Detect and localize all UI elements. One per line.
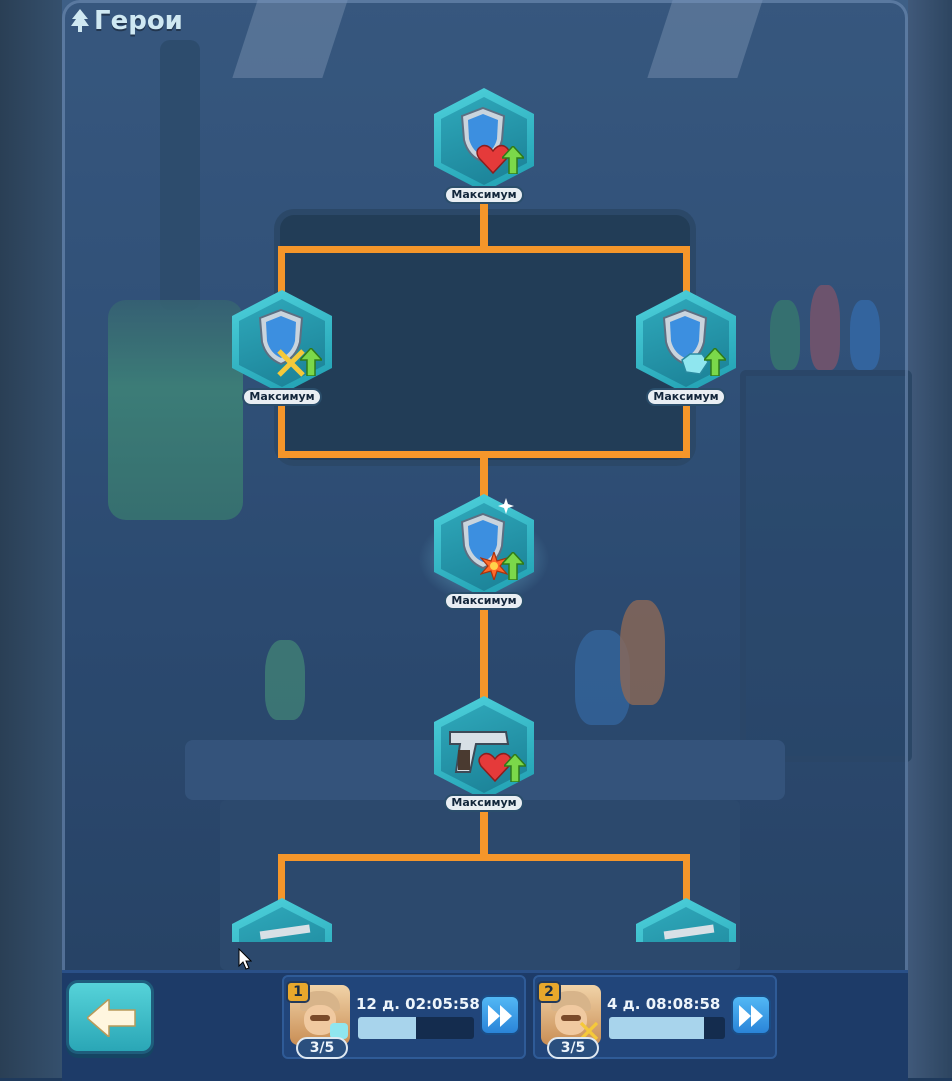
back-button[interactable] (66, 980, 154, 1054)
slot-count: 3/5 (547, 1037, 599, 1059)
skill-node-partial-right[interactable] (634, 898, 738, 942)
connector (480, 608, 488, 700)
node-level-label: Максимум (242, 388, 322, 406)
skill-node-shield-heart[interactable]: Максимум (432, 88, 536, 206)
arrow-up-icon (502, 552, 524, 580)
fast-forward-icon (739, 1005, 763, 1027)
arrow-left-icon (87, 999, 136, 1037)
tree-icon (71, 9, 89, 32)
sparkle-icon (498, 498, 514, 514)
shield-icon (460, 106, 506, 164)
swords-icon (277, 349, 305, 377)
crystal-icon (330, 1023, 348, 1039)
mouse-cursor-icon (238, 948, 252, 970)
arrow-up-icon (504, 754, 526, 782)
skill-node-partial-left[interactable] (230, 898, 334, 942)
speedup-button[interactable] (480, 995, 520, 1035)
connector (683, 400, 690, 458)
pistol-icon (449, 731, 510, 773)
connector (480, 808, 488, 860)
page-title: Герои (70, 6, 183, 36)
swords-icon (579, 1021, 599, 1041)
connector (683, 246, 690, 296)
slot-number: 1 (286, 981, 310, 1003)
arrow-up-icon (502, 146, 524, 174)
node-level-label: Максимум (444, 794, 524, 812)
connector (278, 246, 690, 253)
hero-portrait (541, 985, 601, 1045)
skill-node-pistol-heart[interactable]: Максимум (432, 696, 536, 814)
connector (278, 246, 285, 296)
crystal-icon (681, 353, 709, 375)
connector (278, 854, 690, 861)
slot-number: 2 (537, 981, 561, 1003)
node-level-label: Максимум (444, 592, 524, 610)
progress-bar (609, 1017, 725, 1039)
heart-icon (476, 144, 510, 174)
research-slot-2: 2 3/5 4 д. 08:08:58 (533, 975, 777, 1059)
connector (480, 200, 488, 250)
fast-forward-icon (488, 1005, 512, 1027)
page-title-text: Герои (94, 6, 183, 36)
slot-count: 3/5 (296, 1037, 348, 1059)
progress-fill (358, 1017, 416, 1039)
arrow-up-icon (300, 348, 322, 376)
skill-node-shield-crystal[interactable]: Максимум (634, 290, 738, 408)
connector (480, 456, 488, 500)
arrow-up-icon (704, 348, 726, 376)
connector (683, 854, 690, 904)
research-slot-1: 1 3/5 12 д. 02:05:58 (282, 975, 526, 1059)
skill-node-shield-swords[interactable]: Максимум (230, 290, 334, 408)
shield-icon (258, 308, 304, 366)
progress-fill (609, 1017, 705, 1039)
node-level-label: Максимум (646, 388, 726, 406)
connector (278, 400, 285, 458)
connector (278, 854, 285, 904)
hero-portrait (290, 985, 350, 1045)
node-level-label: Максимум (444, 186, 524, 204)
slot-timer: 4 д. 08:08:58 (607, 995, 721, 1013)
connector (278, 451, 690, 458)
progress-bar (358, 1017, 474, 1039)
heart-icon (478, 752, 512, 782)
slot-timer: 12 д. 02:05:58 (356, 995, 480, 1013)
speedup-button[interactable] (731, 995, 771, 1035)
skill-node-shield-burst[interactable]: Максимум (418, 494, 550, 612)
